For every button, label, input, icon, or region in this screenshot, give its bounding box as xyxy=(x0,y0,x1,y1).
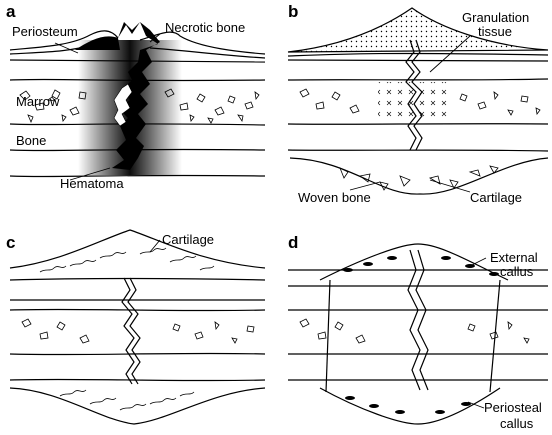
periosteal-callus-texture xyxy=(345,396,471,414)
panel-b: b xyxy=(287,2,549,195)
marrow-texture-left xyxy=(19,89,87,124)
label-granulation-tissue: tissue xyxy=(478,24,512,39)
label-cartilage-c: Cartilage xyxy=(162,232,214,247)
lower-cartilage-texture-c xyxy=(59,389,195,411)
label-periosteal-callus: callus xyxy=(500,416,534,431)
panel-d: d xyxy=(288,233,548,425)
panel-d-letter: d xyxy=(288,233,298,252)
label-marrow: Marrow xyxy=(16,94,60,109)
label-cartilage-b: Cartilage xyxy=(470,190,522,205)
panel-c-letter: c xyxy=(6,233,15,252)
label-necrotic-bone: Necrotic bone xyxy=(165,20,245,35)
label-woven-bone: Woven bone xyxy=(298,190,371,205)
label-bone: Bone xyxy=(16,133,46,148)
panel-a-letter: a xyxy=(6,2,16,21)
label-granulation: Granulation xyxy=(462,10,529,25)
label-external: External xyxy=(490,250,538,265)
woven-bone-texture xyxy=(339,165,499,191)
panel-b-letter: b xyxy=(288,2,298,21)
marrow-texture-b xyxy=(299,88,541,116)
marrow-texture-d xyxy=(299,318,530,344)
panel-c: c xyxy=(6,229,266,425)
cartilage-texture-c xyxy=(39,247,215,273)
label-hematoma: Hematoma xyxy=(60,176,124,191)
labels: Periosteum Necrotic bone Marrow Bone Hem… xyxy=(12,10,542,431)
label-periosteum: Periosteum xyxy=(12,24,78,39)
panel-a: a xyxy=(6,2,266,181)
label-periosteal: Periosteal xyxy=(484,400,542,415)
marrow-texture-right xyxy=(164,88,260,124)
label-external-callus: callus xyxy=(500,264,534,279)
marrow-texture-c xyxy=(21,318,255,344)
